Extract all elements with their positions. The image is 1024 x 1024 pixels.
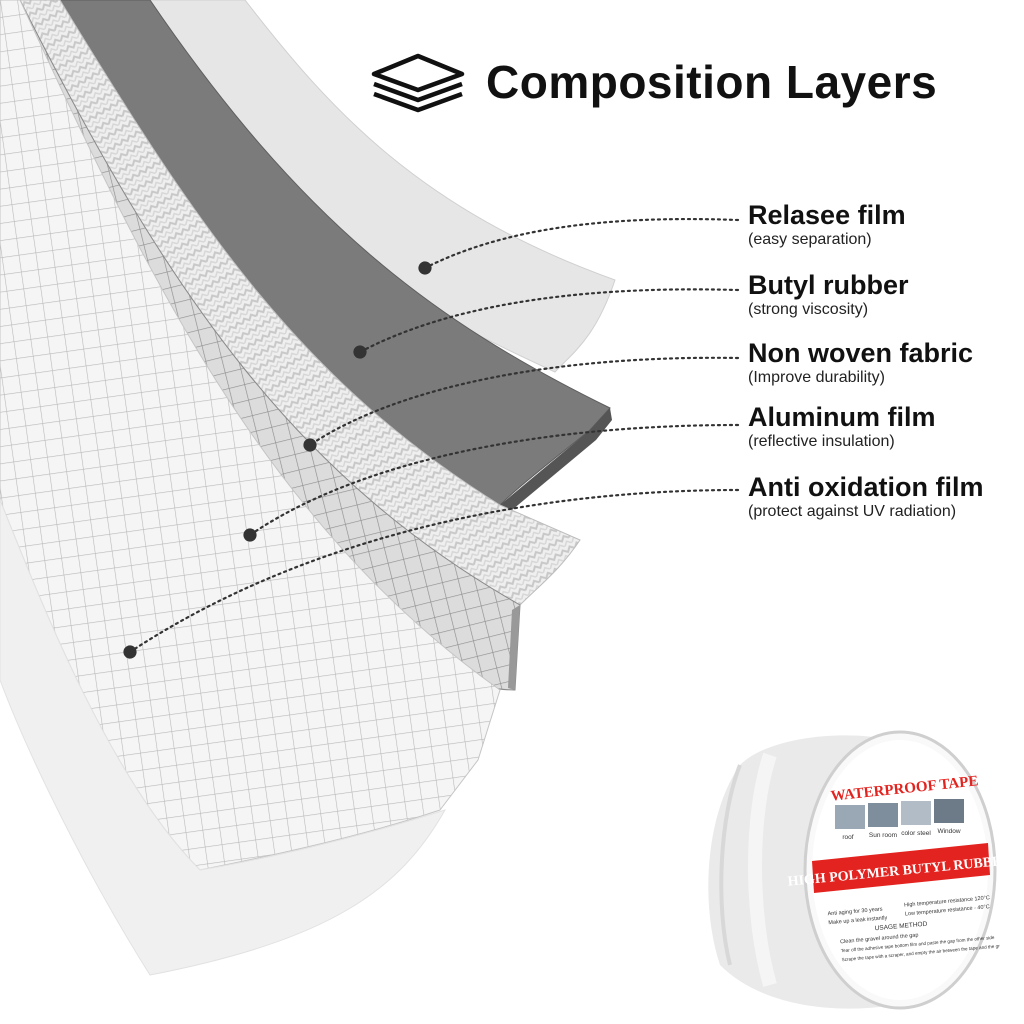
layer-name: Butyl rubber (748, 270, 909, 300)
layer-name: Non woven fabric (748, 338, 974, 368)
leader-line-fabric (303, 356, 740, 452)
leader-line-release-film (418, 217, 740, 275)
stacked-layers-icon (371, 53, 465, 113)
leader-line-butyl-rubber (353, 288, 740, 359)
leader-line-anti-oxidation (123, 488, 740, 659)
layer-name: Aluminum film (748, 402, 936, 432)
callout-release-film: Relasee film (easy separation) (748, 200, 906, 250)
callout-aluminum-film: Aluminum film (reflective insulation) (748, 402, 936, 452)
roll-use-color-steel: color steel (901, 830, 931, 837)
layer-desc: (Improve durability) (748, 369, 885, 386)
leader-line-aluminum (243, 423, 740, 542)
base-film-shadow (0, 499, 447, 976)
roll-feature: Anti aging for 30 years (827, 906, 883, 917)
layer-desc: (protect against UV radiation) (748, 503, 957, 520)
layer-desc: (strong viscosity) (748, 301, 869, 318)
roll-red-banner (812, 843, 990, 893)
page-title: Composition Layers (486, 56, 938, 108)
layer-name: Relasee film (748, 200, 906, 230)
roll-feature: Make up a leak instantly (828, 915, 888, 926)
heading: Composition Layers (368, 50, 937, 114)
layer-name: Anti oxidation film (748, 472, 984, 502)
callout-anti-oxidation-film: Anti oxidation film (protect against UV … (748, 472, 984, 522)
roll-use-roof: roof (842, 834, 853, 841)
tape-roll-image: WATERPROOF TAPE roof Sun room color stee… (708, 730, 1000, 1010)
layer-desc: (easy separation) (748, 231, 872, 248)
roll-use-sunroom: Sun room (869, 832, 897, 839)
roll-use-thumbnails: roof Sun room color steel Window (835, 799, 964, 841)
callout-non-woven-fabric: Non woven fabric (Improve durability) (748, 338, 973, 388)
roll-use-window: Window (937, 828, 960, 835)
callout-butyl-rubber: Butyl rubber (strong viscosity) (748, 270, 909, 320)
layer-desc: (reflective insulation) (748, 433, 895, 450)
roll-method-title: USAGE METHOD (874, 921, 927, 933)
